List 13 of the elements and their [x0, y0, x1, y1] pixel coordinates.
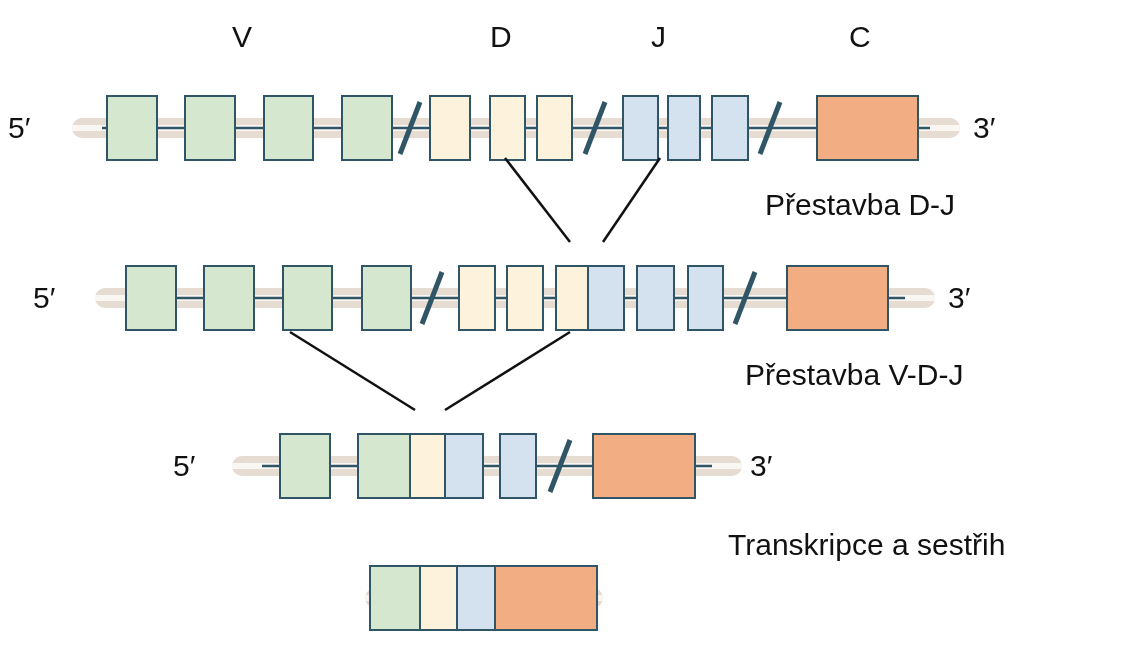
strand-end-label: 5′ — [33, 283, 56, 313]
strand-end-label: 3′ — [948, 283, 971, 313]
step-label: Transkripce a sestřih — [728, 530, 1006, 560]
segment-label: J — [651, 22, 666, 52]
strand-end-label: 3′ — [973, 113, 996, 143]
segment-label: V — [232, 22, 252, 52]
step-label: Přestavba D-J — [765, 190, 956, 220]
step-label: Přestavba V-D-J — [745, 360, 964, 390]
strand-end-label: 5′ — [173, 451, 196, 481]
segment-label: C — [849, 22, 871, 52]
strand-end-label: 5′ — [8, 113, 31, 143]
strand-end-label: 3′ — [750, 451, 773, 481]
segment-label: D — [490, 22, 512, 52]
